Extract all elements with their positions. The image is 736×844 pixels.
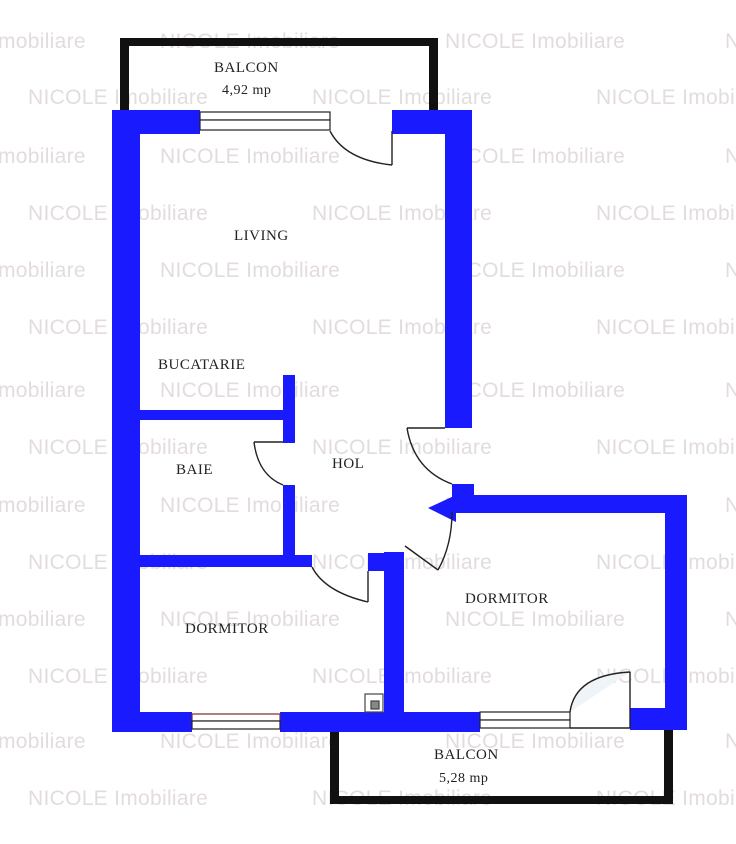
- room-area-balcon-bottom: 5,28 mp: [439, 771, 489, 786]
- watermark: NICOLE Imobiliare: [725, 30, 736, 53]
- watermark: NICOLE Imobiliare: [596, 316, 736, 339]
- watermark: NICOLE Imobiliare: [445, 259, 626, 282]
- balcony-top-outline: [120, 38, 438, 113]
- watermark: NICOLE Imobiliare: [312, 86, 493, 109]
- room-label-living: LIVING: [234, 228, 289, 244]
- watermark: mobiliare: [0, 30, 86, 53]
- watermark: NICOLE Imobiliare: [160, 608, 341, 631]
- room-label-hol: HOL: [332, 456, 365, 472]
- watermark: NICOLE Imobiliare: [160, 259, 341, 282]
- watermark: mobiliare: [0, 145, 86, 168]
- watermark: mobiliare: [0, 608, 86, 631]
- room-label-balcon-bottom: BALCON: [434, 747, 499, 763]
- watermark: mobiliare: [0, 259, 86, 282]
- watermark: NICOLE Imobiliare: [596, 86, 736, 109]
- watermark: NICOLE Imobiliare: [445, 379, 626, 402]
- shaft: [364, 693, 384, 713]
- windows: [191, 111, 571, 730]
- watermark: NICOLE Imobiliare: [160, 145, 341, 168]
- watermark: NICOLE Imobiliare: [725, 145, 736, 168]
- watermark: NICOLE Imobiliare: [596, 202, 736, 225]
- room-label-baie: BAIE: [176, 462, 213, 478]
- watermark: NICOLE Imobiliare: [312, 436, 493, 459]
- watermark: NICOLE Imobiliare: [160, 730, 341, 753]
- watermark: NICOLE Imobiliare: [725, 379, 736, 402]
- watermark: NICOLE Imobiliare: [725, 730, 736, 753]
- watermark: NICOLE Imobiliare: [725, 259, 736, 282]
- doors: [253, 130, 631, 729]
- watermark: NICOLE Imobiliare: [445, 30, 626, 53]
- balcony-bottom-outline: [330, 729, 673, 804]
- watermark: NICOLE Imobiliare: [28, 787, 209, 810]
- watermark: NICOLE Imobiliare: [596, 436, 736, 459]
- walls: [112, 110, 687, 732]
- watermark: mobiliare: [0, 494, 86, 517]
- room-label-dormitor-left: DORMITOR: [185, 621, 269, 637]
- room-label-bucatarie: BUCATARIE: [158, 357, 246, 373]
- watermark: NICOLE Imobiliare: [445, 730, 626, 753]
- watermark: NICOLE Imobiliare: [725, 608, 736, 631]
- watermark: mobiliare: [0, 730, 86, 753]
- room-area-balcon-top: 4,92 mp: [222, 83, 272, 98]
- watermark: NICOLE Imobiliare: [725, 494, 736, 517]
- watermark: mobiliare: [0, 379, 86, 402]
- room-label-dormitor-right: DORMITOR: [465, 591, 549, 607]
- watermark: NICOLE Imobiliare: [28, 86, 209, 109]
- room-label-balcon-top: BALCON: [214, 60, 279, 76]
- watermark: NICOLE Imobiliare: [445, 608, 626, 631]
- watermark: NICOLE Imobiliare: [445, 145, 626, 168]
